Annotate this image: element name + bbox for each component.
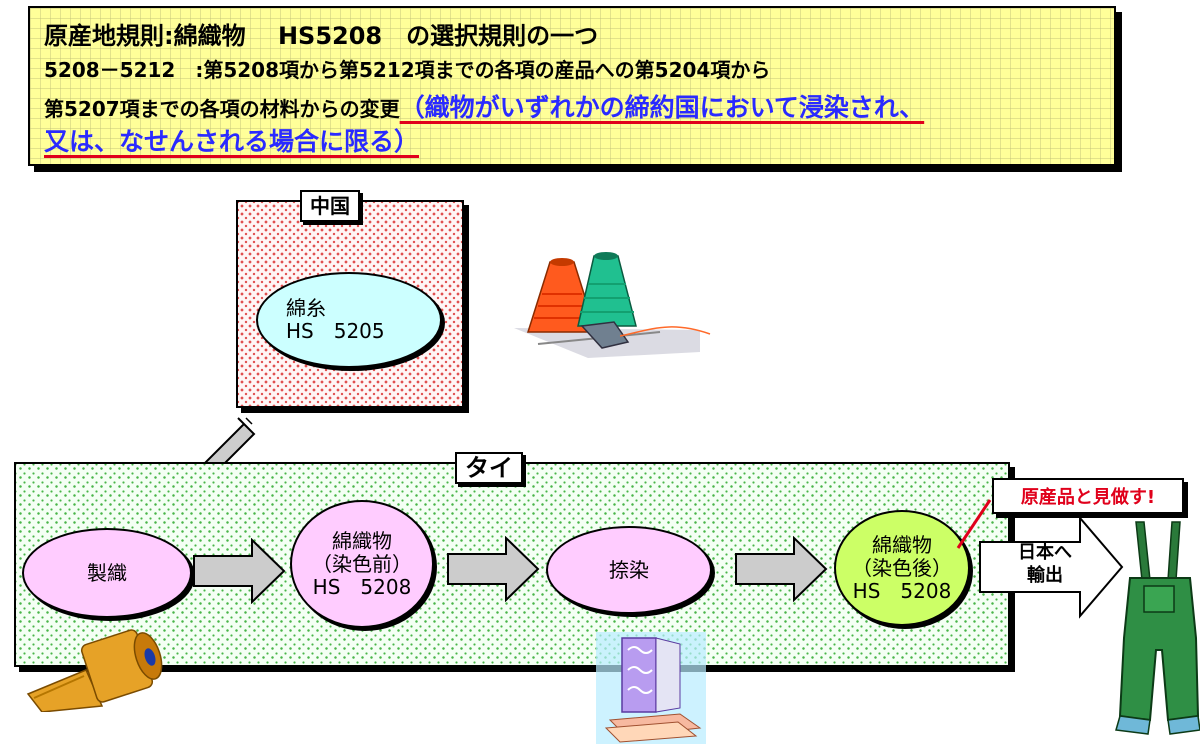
yarn-hs-code: HS 5205 xyxy=(286,319,385,343)
origin-status-text: 原産品と見做す! xyxy=(1020,487,1156,508)
rule-condition-text: 又は、なせんされる場合に限る） xyxy=(44,127,420,156)
fabric-roll-icon xyxy=(26,629,163,712)
printed-fabric-icon xyxy=(596,632,706,744)
china-label: 中国 xyxy=(300,190,360,222)
rule-text-line: 5208－5212 :第5208項から第5212項までの各項の産品への第5204… xyxy=(44,58,771,82)
export-line: 日本へ xyxy=(1018,542,1072,563)
fabric-state: （染色後） xyxy=(852,555,952,580)
fabric-state: （染色前） xyxy=(312,551,412,576)
rule-box: 原産地規則:綿織物 HS5208 の選択規則の一つ 5208－5212 :第52… xyxy=(28,6,1116,166)
fabric-hs-code: HS 5208 xyxy=(312,574,412,599)
thai-label: タイ xyxy=(455,452,523,484)
rule-text-line: 又は、なせんされる場合に限る） xyxy=(44,122,419,158)
overalls-icon xyxy=(1115,521,1200,735)
flow-arrow xyxy=(193,538,286,604)
weaving-node: 製織 xyxy=(22,528,192,618)
rule-text-line: 第5207項までの各項の材料からの変更（織物がいずれかの締約国において浸染され、 xyxy=(44,88,924,124)
printing-node: 捺染 xyxy=(546,526,712,614)
fabric-undyed-node: 綿織物 （染色前） HS 5208 xyxy=(290,500,434,628)
weaving-label: 製織 xyxy=(87,560,127,585)
fabric-name: 綿織物 xyxy=(872,532,932,557)
yarn-name: 綿糸 xyxy=(286,296,326,320)
fabric-hs-code: HS 5208 xyxy=(852,578,952,603)
cotton-yarn-node: 綿糸 HS 5205 xyxy=(256,272,442,368)
rule-condition-text: （織物がいずれかの締約国において浸染され、 xyxy=(399,93,925,122)
flow-arrow xyxy=(735,536,828,602)
export-arrow xyxy=(979,515,1124,619)
fabric-dyed-node: 綿織物 （染色後） HS 5208 xyxy=(834,510,970,626)
origin-status-badge: 原産品と見做す! xyxy=(992,478,1184,514)
rule-title: 原産地規則:綿織物 HS5208 の選択規則の一つ xyxy=(44,22,599,50)
export-line: 輸出 xyxy=(1027,564,1063,586)
origin-pointer-line xyxy=(956,499,992,549)
export-label: 日本へ 輸出 xyxy=(1000,542,1090,587)
fabric-name: 綿織物 xyxy=(332,528,392,553)
printing-label: 捺染 xyxy=(609,557,649,582)
rule-change-text: 第5207項までの各項の材料からの変更 xyxy=(44,97,400,121)
flow-arrow xyxy=(447,536,540,602)
thread-spools-icon xyxy=(514,252,711,358)
